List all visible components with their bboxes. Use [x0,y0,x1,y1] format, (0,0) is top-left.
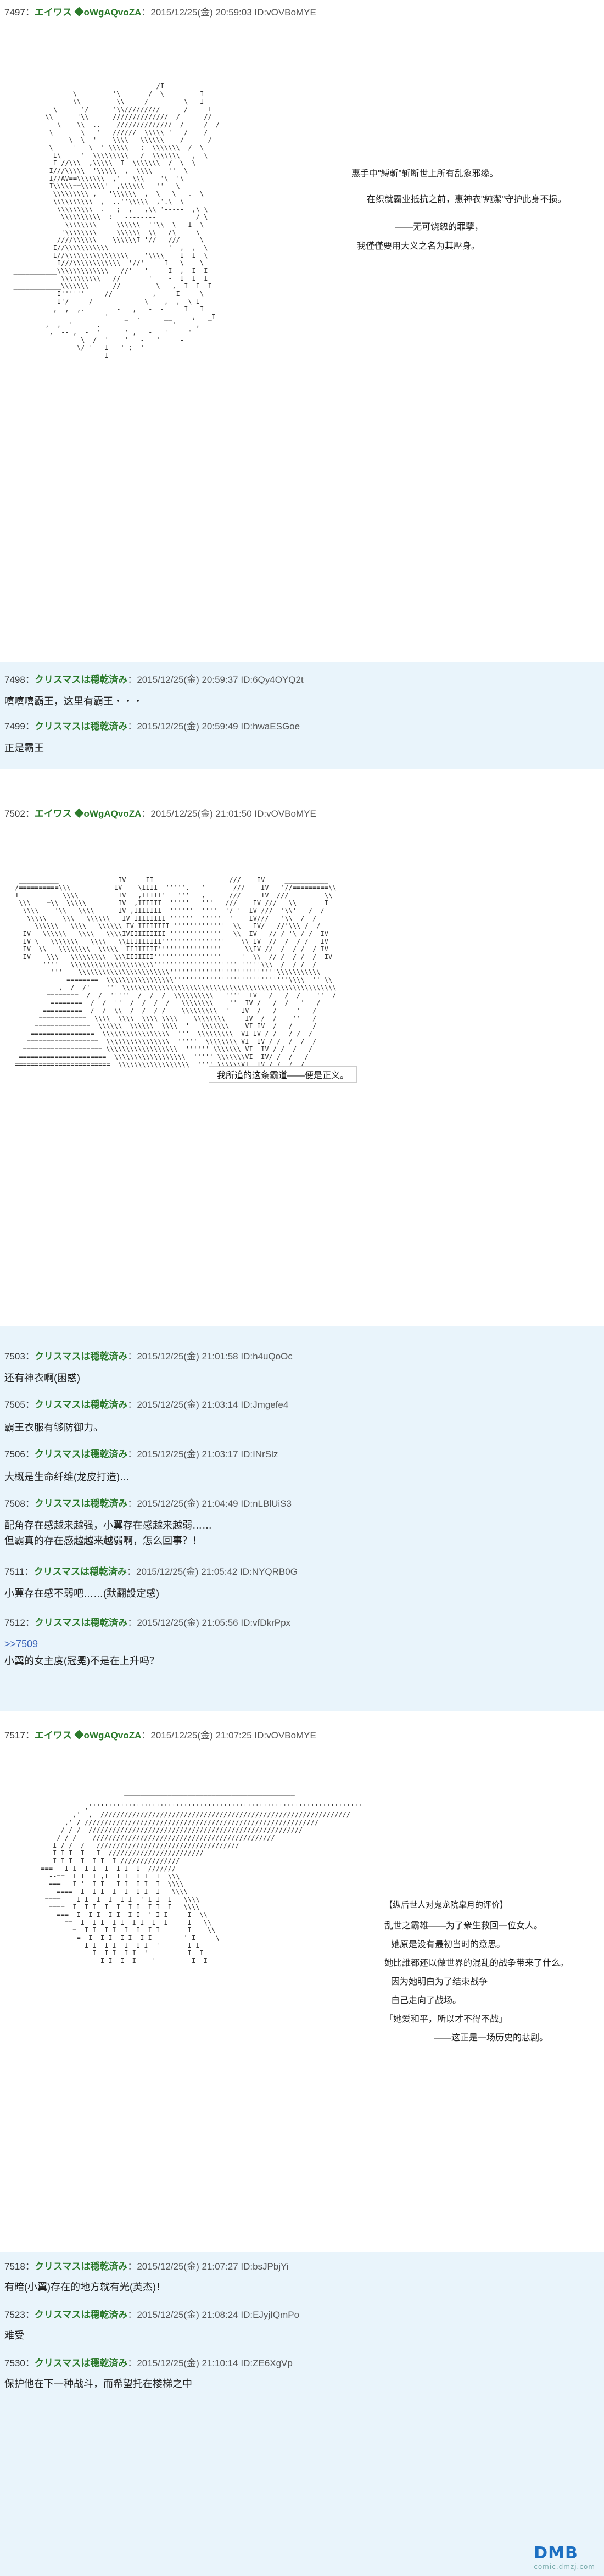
post-header: 7517：エイワス ◆oWgAQvoZA：2015/12/25(金) 21:07… [4,1727,316,1741]
post-number[interactable]: 7517： [4,1730,35,1741]
post-header: 7502：エイワス ◆oWgAQvoZA：2015/12/25(金) 21:01… [4,806,316,819]
caption-line-3: 她比誰都还以做世界的混乱的战争带来了什么。 [384,1959,569,1968]
caption-line-5: 自己走向了战场。 [391,1996,462,2005]
caption-line-4: 我僅僅要用大义之名为其壓身。 [357,242,480,251]
post-7502: 7502：エイワス ◆oWgAQvoZA：2015/12/25(金) 21:01… [0,799,604,1326]
caption-line-2: 她原是没有最初当时的意思。 [391,1940,506,1949]
post-meta: ：2015/12/25(金) 21:05:42 ID:NYQRB0G [127,1566,298,1577]
post-meta: ：2015/12/25(金) 21:08:24 ID:EJyjIQmPo [127,2310,300,2320]
ascii-art-figure: ________________________________________… [41,1788,362,1965]
post-meta: ：2015/12/25(金) 20:59:49 ID:hwaESGoe [127,721,300,732]
post-body-7498: 嘻嘻嘻霸王，这里有霸王・・・ [4,696,143,707]
post-header-7523: 7523：クリスマスは穏乾済み：2015/12/25(金) 21:08:24 I… [4,2307,299,2321]
post-body-7523: 难受 [4,2330,24,2341]
poster-name: クリスマスは穏乾済み [34,2358,128,2368]
post-body-7508: 配角存在感越来越强，小翼存在感越来越弱…… [4,1520,212,1531]
post-meta: ：2015/12/25(金) 21:03:17 ID:INrSlz [127,1449,278,1459]
reply-block-3: 7518：クリスマスは穏乾済み：2015/12/25(金) 21:07:27 I… [0,2252,604,2576]
poster-name: クリスマスは穏乾済み [34,1618,128,1628]
caption-line-7: ——这正是一场历史的悲剧。 [434,2033,549,2043]
post-7497: 7497：エイワス ◆oWgAQvoZA：2015/12/25(金) 20:59… [0,0,604,442]
ascii-art-satsuki: __________ IV II /// IV ___________ /===… [15,876,337,1068]
poster-name: エイワス ◆oWgAQvoZA [34,1730,142,1741]
poster-name: クリスマスは穏乾済み [34,1498,128,1509]
post-number[interactable]: 7506： [4,1449,35,1459]
post-number[interactable]: 7523： [4,2310,35,2320]
post-number[interactable]: 7508： [4,1498,35,1509]
post-number[interactable]: 7518： [4,2261,35,2272]
post-body-7511: 小翼存在感不弱吧……(默翻設定感) [4,1588,159,1599]
poster-name: クリスマスは穏乾済み [34,1351,128,1362]
caption-line-1: 乱世之霸雄——为了衆生救回一位女人。 [384,1921,543,1931]
post-body-7512: 小翼的女主度(冠冕)不是在上升吗？ [4,1655,159,1666]
post-meta: ：2015/12/25(金) 21:01:58 ID:h4uQoOc [127,1351,293,1362]
caption-title: 【纵后世人对鬼龙院皐月的评价】 [384,1900,508,1910]
post-header-7508: 7508：クリスマスは穏乾済み：2015/12/25(金) 21:04:49 I… [4,1496,292,1509]
post-meta: ：2015/12/25(金) 21:01:50 ID:vOVBoMYE [141,809,316,819]
poster-name: クリスマスは穏乾済み [34,721,128,732]
post-body-7518: 有暗(小翼)存在的地方就有光(英杰)！ [4,2282,166,2293]
poster-name: クリスマスは穏乾済み [34,2261,128,2272]
poster-name: クリスマスは穏乾済み [34,674,128,685]
caption-box: 我所追的这条霸道——便是正义。 [209,1066,357,1083]
post-header-7505: 7505：クリスマスは穏乾済み：2015/12/25(金) 21:03:14 I… [4,1397,288,1410]
poster-name: エイワス ◆oWgAQvoZA [34,809,142,819]
post-number[interactable]: 7530： [4,2358,35,2368]
post-header-7530: 7530：クリスマスは穏乾済み：2015/12/25(金) 21:10:14 I… [4,2355,293,2369]
post-header-7506: 7506：クリスマスは穏乾済み：2015/12/25(金) 21:03:17 I… [4,1446,278,1460]
caption-line-3: ——无可饶恕的罪孽， [395,222,484,232]
watermark-subtext: comic.dmzj.com [534,2563,595,2571]
post-number[interactable]: 7502： [4,809,35,819]
post-meta: ：2015/12/25(金) 20:59:03 ID:vOVBoMYE [141,7,316,18]
ascii-art-ryuko: /I \ '\ / \ I \\ \\ / \ I \ '/ '\\//////… [13,82,220,359]
watermark-text: DMB [534,2544,578,2563]
post-header-7512: 7512：クリスマスは穏乾済み：2015/12/25(金) 21:05:56 I… [4,1615,290,1629]
post-number[interactable]: 7512： [4,1618,35,1628]
reply-block-2: 7503：クリスマスは穏乾済み：2015/12/25(金) 21:01:58 I… [0,1326,604,1711]
post-body-7505: 霸王衣服有够防御力。 [4,1422,103,1433]
poster-name: エイワス ◆oWgAQvoZA [34,7,142,18]
post-meta: ：2015/12/25(金) 21:07:25 ID:vOVBoMYE [141,1730,316,1741]
poster-name: クリスマスは穏乾済み [33,1566,127,1577]
caption-line-1: 惠手中"縛斬"斩断世上所有乱象邪缘。 [351,169,499,179]
post-header-7518: 7518：クリスマスは穏乾済み：2015/12/25(金) 21:07:27 I… [4,2259,289,2272]
post-meta: ：2015/12/25(金) 21:04:49 ID:nLBlUiS3 [127,1498,292,1509]
post-number[interactable]: 7503： [4,1351,35,1362]
post-number[interactable]: 7498： [4,674,35,685]
post-header: 7497：エイワス ◆oWgAQvoZA：2015/12/25(金) 20:59… [4,4,316,18]
site-watermark-logo: DMB comic.dmzj.com [534,2544,595,2571]
post-meta: ：2015/12/25(金) 21:07:27 ID:bsJPbjYi [127,2261,289,2272]
poster-name: クリスマスは穏乾済み [34,1449,128,1459]
post-header-7503: 7503：クリスマスは穏乾済み：2015/12/25(金) 21:01:58 I… [4,1348,293,1362]
post-body-7530: 保护他在下一种战斗，而希望托在楼梯之中 [4,2378,192,2389]
post-header-7499: 7499：クリスマスは穏乾済み：2015/12/25(金) 20:59:49 I… [4,718,300,732]
caption-line-2: 在织就霸业抵抗之前，惠神衣"純潔"守护此身不损。 [367,195,567,204]
post-meta: ：2015/12/25(金) 20:59:37 ID:6Qy4OYQ2t [127,674,304,685]
post-body-7499: 正是霸王 [4,743,44,754]
post-body-7508-line2: 但霸真的存在感越越来越弱啊，怎么回事？！ [4,1535,202,1546]
post-number[interactable]: 7499： [4,721,35,732]
post-number[interactable]: 7511： [4,1566,34,1577]
post-meta: ：2015/12/25(金) 21:10:14 ID:ZE6XgVp [127,2358,293,2368]
reply-link[interactable]: >>7509 [4,1638,38,1649]
post-7517: 7517：エイワス ◆oWgAQvoZA：2015/12/25(金) 21:07… [0,1714,604,2252]
post-number[interactable]: 7497： [4,7,35,18]
post-body-7503: 还有神衣啊(困惑) [4,1373,80,1384]
caption-line-6: 「她爱和平，所以才不得不战」 [384,2015,508,2024]
post-meta: ：2015/12/25(金) 21:03:14 ID:Jmgefe4 [127,1399,289,1410]
poster-name: クリスマスは穏乾済み [34,1399,128,1410]
post-number[interactable]: 7505： [4,1399,35,1410]
caption-line-4: 因为她明白为了结束战争 [391,1977,488,1987]
post-body-7506: 大概是生命纤维(龙皮打造)… [4,1471,130,1482]
post-header-7498: 7498：クリスマスは穏乾済み：2015/12/25(金) 20:59:37 I… [4,672,304,685]
post-header-7511: 7511：クリスマスは穏乾済み：2015/12/25(金) 21:05:42 I… [4,1564,298,1577]
reply-block-1: 7498：クリスマスは穏乾済み：2015/12/25(金) 20:59:37 I… [0,662,604,769]
poster-name: クリスマスは穏乾済み [34,2310,128,2320]
post-meta: ：2015/12/25(金) 21:05:56 ID:vfDkrPpx [127,1618,291,1628]
